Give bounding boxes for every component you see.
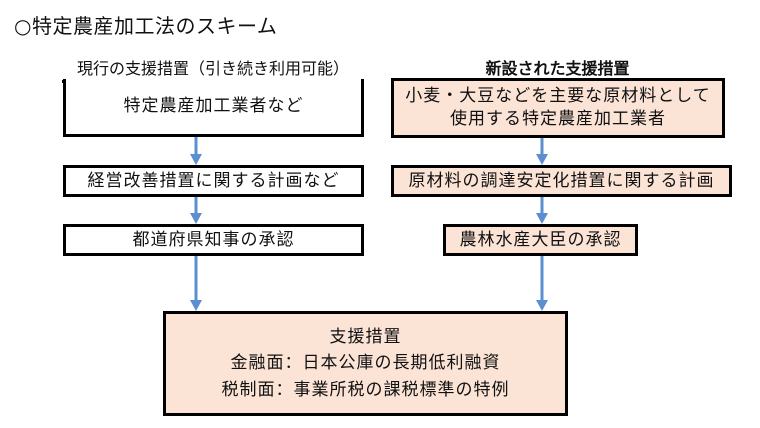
step-text: 経営改善措置に関する計画など <box>87 170 340 191</box>
step-text: 都道府県知事の承認 <box>132 229 295 250</box>
arrow-left-1 <box>190 137 202 165</box>
step-box-processors: 特定農産加工業者など <box>63 79 364 137</box>
arrow-left-3 <box>190 256 202 311</box>
diagram-title: ○特定農産加工法のスキーム <box>14 14 278 38</box>
step-text-line: 原材料の調達安定化措置に関する計画 <box>408 170 715 191</box>
support-measures-title: 支援措置 <box>329 326 402 347</box>
arrow-right-1 <box>536 138 548 165</box>
step-text-line: 使用する特定農産加工業者 <box>450 109 666 129</box>
step-text-line: 農林水産大臣の承認 <box>459 229 622 250</box>
support-measures-box: 支援措置 金融面：日本公庫の長期低利融資 税制面：事業所税の課税標準の特例 <box>163 311 568 416</box>
step-text: 特定農産加工業者など <box>123 96 304 117</box>
step-box-minister-approval: 農林水産大臣の承認 <box>443 224 638 256</box>
step-box-governor-approval: 都道府県知事の承認 <box>63 224 364 256</box>
arrow-left-2 <box>190 197 202 224</box>
step-text-line: 小麦・大豆などを主要な原材料として <box>405 86 711 107</box>
step-box-improvement-plan: 経営改善措置に関する計画など <box>63 165 364 197</box>
step-box-wheat-soy-processors: 小麦・大豆などを主要な原材料として 使用する特定農産加工業者 <box>391 78 725 138</box>
new-measures-header: 新設された支援措置 <box>485 59 630 78</box>
support-measure-tax: 税制面：事業所税の課税標準の特例 <box>221 379 510 400</box>
arrow-right-3 <box>536 256 548 311</box>
arrow-right-2 <box>536 197 548 224</box>
support-measure-finance: 金融面：日本公庫の長期低利融資 <box>230 353 501 374</box>
step-box-procurement-plan: 原材料の調達安定化措置に関する計画 <box>391 165 732 197</box>
